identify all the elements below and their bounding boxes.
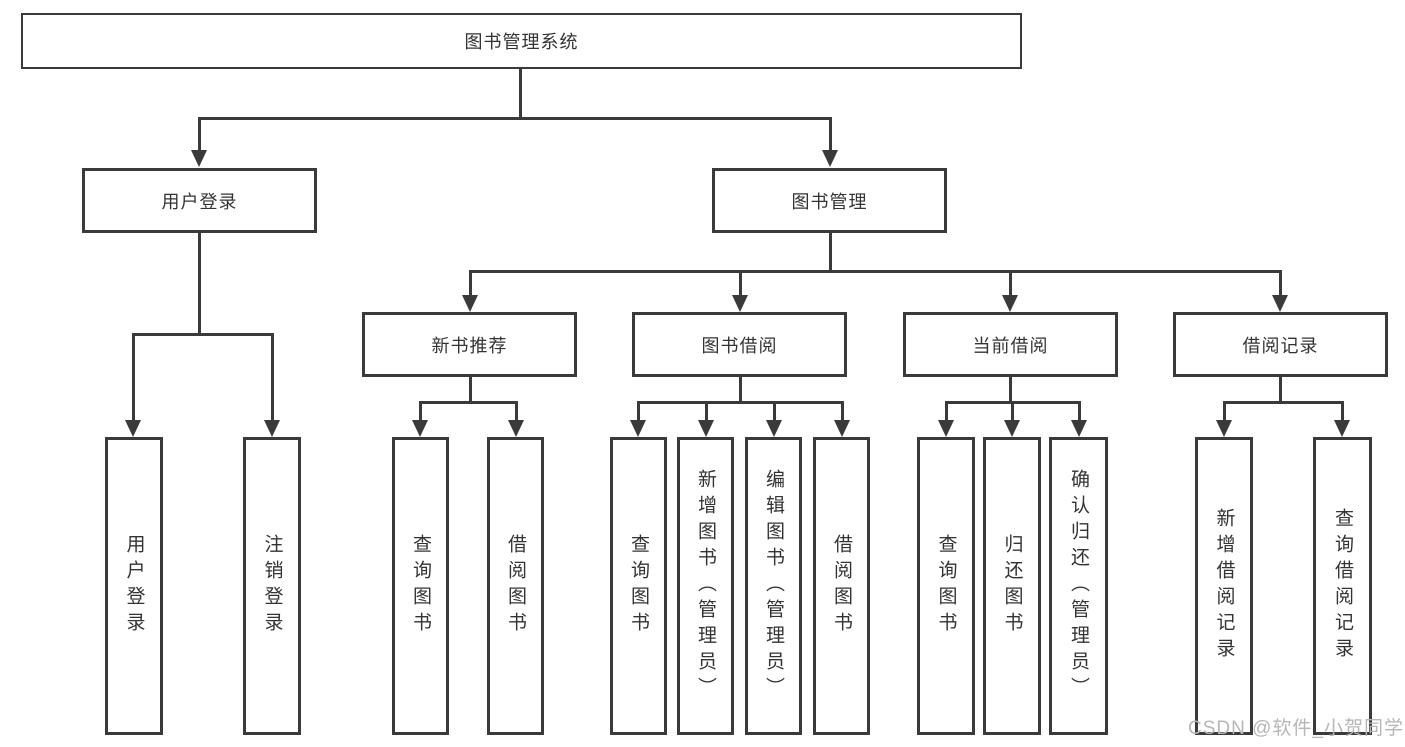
- arrow-current-leaf-3: [1071, 401, 1087, 437]
- node-borrowing-records: 借阅记录: [1173, 312, 1388, 377]
- arrow-current-leaf-1: [938, 401, 954, 437]
- node-leaf-add-books-admin: 新增图书（管理员）: [677, 437, 734, 735]
- connector-recommend-distributor: [418, 401, 518, 404]
- node-current-borrowing: 当前借阅: [903, 312, 1118, 377]
- arrow-borrow-leaf-3: [766, 401, 782, 437]
- connector-root-down: [519, 69, 522, 120]
- connector-borrow-distributor: [636, 401, 844, 404]
- node-leaf-query-books-2: 查询图书: [610, 437, 667, 735]
- node-leaf-logout: 注销登录: [243, 437, 301, 735]
- arrow-to-book-management: [822, 117, 838, 167]
- node-library-management-system: 图书管理系统: [21, 13, 1022, 69]
- arrow-to-book-borrowing: [732, 270, 748, 312]
- node-book-management: 图书管理: [712, 168, 947, 233]
- arrow-recommend-leaf-2: [508, 401, 524, 437]
- node-leaf-borrow-books-1: 借阅图书: [487, 437, 544, 735]
- arrow-to-user-login: [191, 117, 207, 167]
- node-leaf-borrow-books-2: 借阅图书: [813, 437, 870, 735]
- node-leaf-add-borrow-record: 新增借阅记录: [1195, 437, 1253, 735]
- node-leaf-query-borrow-record: 查询借阅记录: [1313, 437, 1372, 735]
- connector-level2-distributor: [197, 117, 832, 120]
- connector-current-down: [1008, 377, 1012, 404]
- connector-records-down: [1278, 377, 1282, 404]
- connector-login-down: [197, 233, 201, 336]
- arrow-borrow-leaf-4: [834, 401, 850, 437]
- connector-level3-distributor: [468, 270, 1282, 273]
- connector-login-distributor: [131, 333, 274, 336]
- node-user-login: 用户登录: [82, 168, 317, 233]
- connector-records-distributor: [1222, 401, 1344, 404]
- arrow-current-leaf-2: [1004, 401, 1020, 437]
- watermark: CSDN @软件_小贺同学: [1188, 718, 1404, 739]
- connector-recommend-down: [468, 377, 472, 404]
- arrow-to-new-book-recommendation: [462, 270, 478, 312]
- node-leaf-query-books-1: 查询图书: [392, 437, 449, 735]
- arrow-to-leaf-user-login: [125, 333, 141, 437]
- arrow-records-leaf-2: [1334, 401, 1350, 437]
- node-leaf-query-books-3: 查询图书: [917, 437, 975, 735]
- arrow-borrow-leaf-2: [698, 401, 714, 437]
- arrow-recommend-leaf-1: [412, 401, 428, 437]
- arrow-to-leaf-logout: [264, 333, 280, 437]
- node-book-borrowing: 图书借阅: [632, 312, 847, 377]
- arrow-records-leaf-1: [1216, 401, 1232, 437]
- node-new-book-recommendation: 新书推荐: [362, 312, 577, 377]
- node-leaf-edit-books-admin: 编辑图书（管理员）: [745, 437, 802, 735]
- arrow-borrow-leaf-1: [630, 401, 646, 437]
- node-leaf-confirm-return-admin: 确认归还（管理员）: [1049, 437, 1108, 735]
- arrow-to-borrowing-records: [1272, 270, 1288, 312]
- connector-borrow-down: [738, 377, 742, 404]
- arrow-to-current-borrowing: [1002, 270, 1018, 312]
- connector-management-down: [828, 233, 832, 273]
- node-leaf-user-login: 用户登录: [105, 437, 163, 735]
- node-leaf-return-books: 归还图书: [983, 437, 1041, 735]
